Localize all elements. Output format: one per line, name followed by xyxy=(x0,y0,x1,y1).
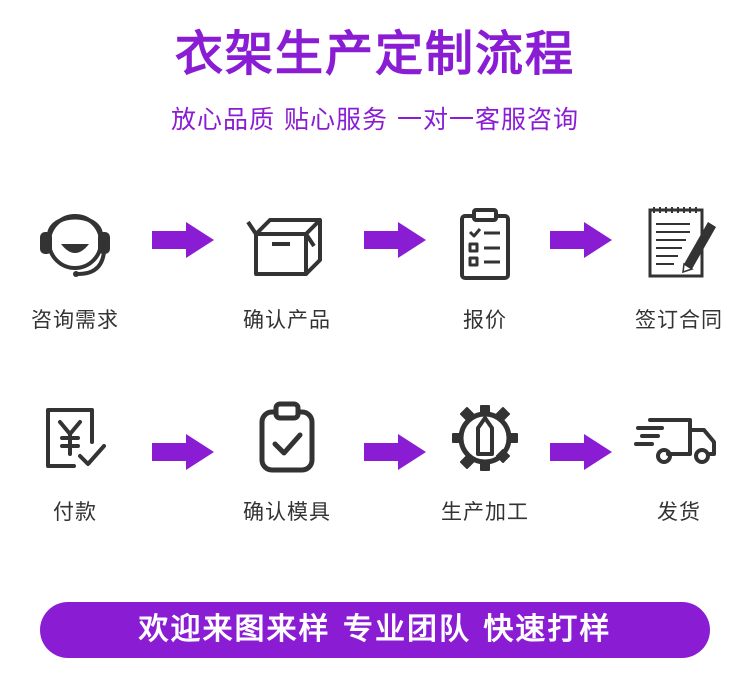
box-icon xyxy=(246,218,322,276)
page-subtitle: 放心品质 贴心服务 一对一客服咨询 xyxy=(171,105,579,134)
step-label: 报价 xyxy=(463,308,507,332)
step-quote: 报价 xyxy=(410,200,560,334)
arrow-right-icon xyxy=(550,434,612,470)
arrow-right-icon xyxy=(364,434,426,470)
delivery-truck-icon xyxy=(634,418,716,464)
bottom-banner: 欢迎来图来样 专业团队 快速打样 xyxy=(40,602,710,658)
yen-receipt-icon xyxy=(46,408,106,468)
headset-icon xyxy=(40,214,110,277)
arrow-right-icon xyxy=(550,222,612,258)
step-production: 生产加工 xyxy=(410,392,560,526)
step-consult: 咨询需求 xyxy=(0,200,150,334)
step-label: 发货 xyxy=(657,500,701,524)
contract-pen-icon xyxy=(648,207,716,278)
clipboard-checklist-icon xyxy=(460,208,510,280)
arrow-right-icon xyxy=(364,222,426,258)
gear-pen-icon xyxy=(452,405,518,471)
arrow-right-icon xyxy=(152,222,214,258)
step-shipping: 发货 xyxy=(604,392,750,526)
step-label: 付款 xyxy=(53,500,97,524)
arrow-right-icon xyxy=(152,434,214,470)
step-sign-contract: 签订合同 xyxy=(604,200,750,334)
step-confirm-product: 确认产品 xyxy=(212,200,362,334)
step-label: 签订合同 xyxy=(635,308,723,332)
step-label: 确认模具 xyxy=(243,500,331,524)
clipboard-check-icon xyxy=(259,401,315,473)
step-label: 生产加工 xyxy=(441,500,529,524)
step-label: 咨询需求 xyxy=(31,308,119,332)
step-confirm-mold: 确认模具 xyxy=(212,392,362,526)
page-title: 衣架生产定制流程 xyxy=(174,26,575,82)
step-label: 确认产品 xyxy=(243,308,331,332)
step-payment: 付款 xyxy=(0,392,150,526)
